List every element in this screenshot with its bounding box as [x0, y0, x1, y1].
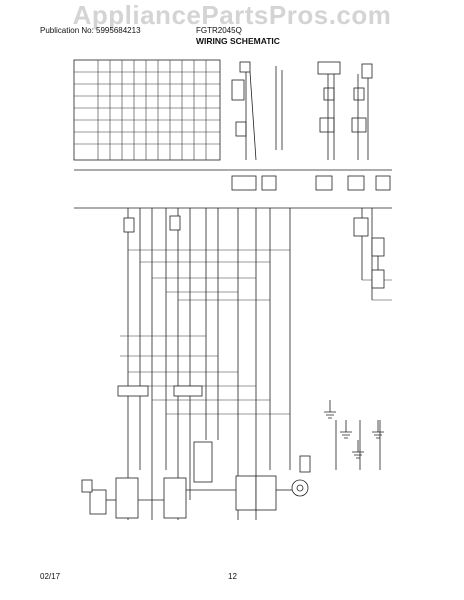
- watermark: AppliancePartsPros.com: [72, 0, 392, 30]
- page-number: 12: [228, 572, 237, 581]
- ground-symbols: [324, 400, 384, 459]
- publication-number: Publication No: 5995684213: [40, 26, 141, 35]
- vertical-wires: [123, 208, 373, 520]
- right-components: [335, 237, 385, 470]
- connector-group-top: [231, 61, 373, 161]
- bus-lines: [74, 169, 392, 209]
- footer-date: 02/17: [40, 572, 61, 581]
- legend-table: [73, 59, 221, 161]
- model-number: FGTR2045Q: [196, 26, 242, 35]
- page-title: WIRING SCHEMATIC: [196, 36, 280, 46]
- control-modules: [81, 441, 311, 519]
- interconnect-wires: [117, 249, 392, 415]
